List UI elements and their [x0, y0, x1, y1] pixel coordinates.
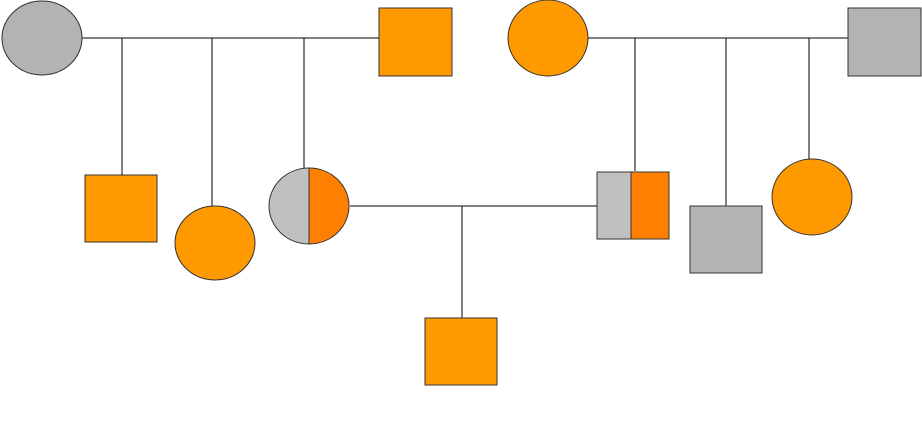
- female-carrier-right-half: [309, 168, 349, 244]
- male-affected-symbol: [378, 7, 453, 77]
- male-affected-symbol: [424, 317, 498, 386]
- generation-2: [84, 158, 853, 281]
- male-affected-symbol: [84, 174, 158, 243]
- male-carrier-left-half: [596, 171, 632, 240]
- male-carrier-symbol: [596, 171, 670, 240]
- female-unaffected-symbol: [1, 0, 83, 76]
- generation-1: [1, 0, 922, 77]
- female-affected-symbol: [507, 0, 589, 77]
- generation-3: [424, 317, 498, 386]
- female-carrier-symbol: [268, 167, 350, 245]
- female-carrier-left-half: [269, 168, 309, 244]
- male-carrier-right-half: [630, 171, 670, 240]
- male-unaffected-symbol: [847, 7, 922, 77]
- female-affected-symbol: [174, 205, 256, 281]
- pedigree-lines: [82, 37, 848, 318]
- male-unaffected-symbol: [689, 205, 763, 274]
- female-affected-symbol: [771, 158, 853, 236]
